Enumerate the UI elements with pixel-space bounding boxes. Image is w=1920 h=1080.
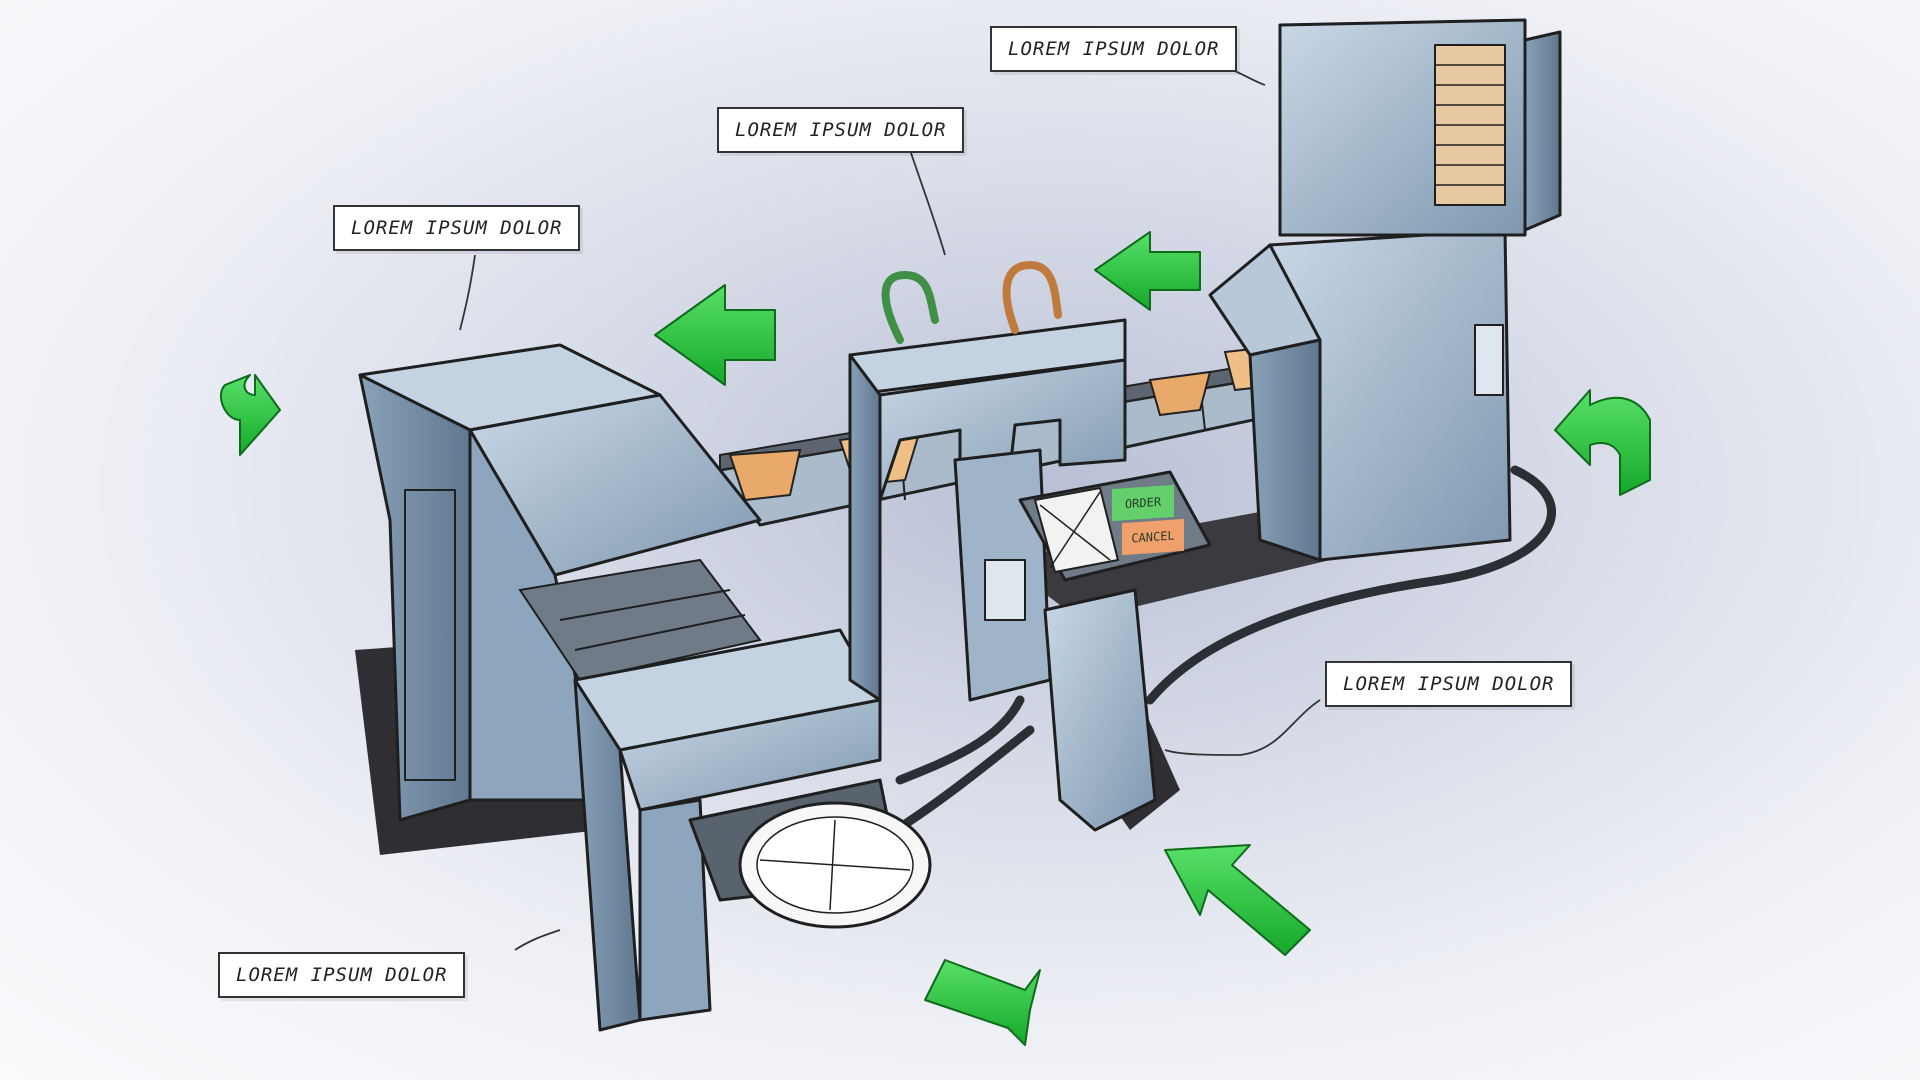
plate: [738, 801, 932, 929]
arrow-left-icon: [654, 284, 776, 386]
right-tower: [1208, 228, 1512, 562]
flow-arrows: [220, 231, 1651, 1046]
rotate-arrow-icon: [1554, 389, 1651, 496]
rotate-arrow-icon: [220, 374, 281, 456]
callout-label: LOREM IPSUM DOLOR: [218, 952, 466, 998]
lower-belt: [518, 558, 762, 682]
left-sorter-unit: [358, 343, 762, 822]
scanner-gates: [848, 318, 1127, 702]
callout-label: LOREM IPSUM DOLOR: [717, 107, 965, 153]
arrow-down-right-icon: [924, 959, 1041, 1046]
oven-cabinet: [1278, 18, 1562, 237]
cancel-button[interactable]: CANCEL: [1122, 518, 1184, 556]
arrow-left-icon: [1094, 231, 1201, 311]
callout-label: LOREM IPSUM DOLOR: [990, 26, 1238, 72]
sensor-cables: [881, 260, 1062, 344]
callout-label: LOREM IPSUM DOLOR: [333, 205, 581, 251]
callout-label: LOREM IPSUM DOLOR: [1325, 661, 1573, 707]
arrow-up-left-icon: [1164, 844, 1311, 956]
order-button[interactable]: ORDER: [1112, 484, 1174, 522]
